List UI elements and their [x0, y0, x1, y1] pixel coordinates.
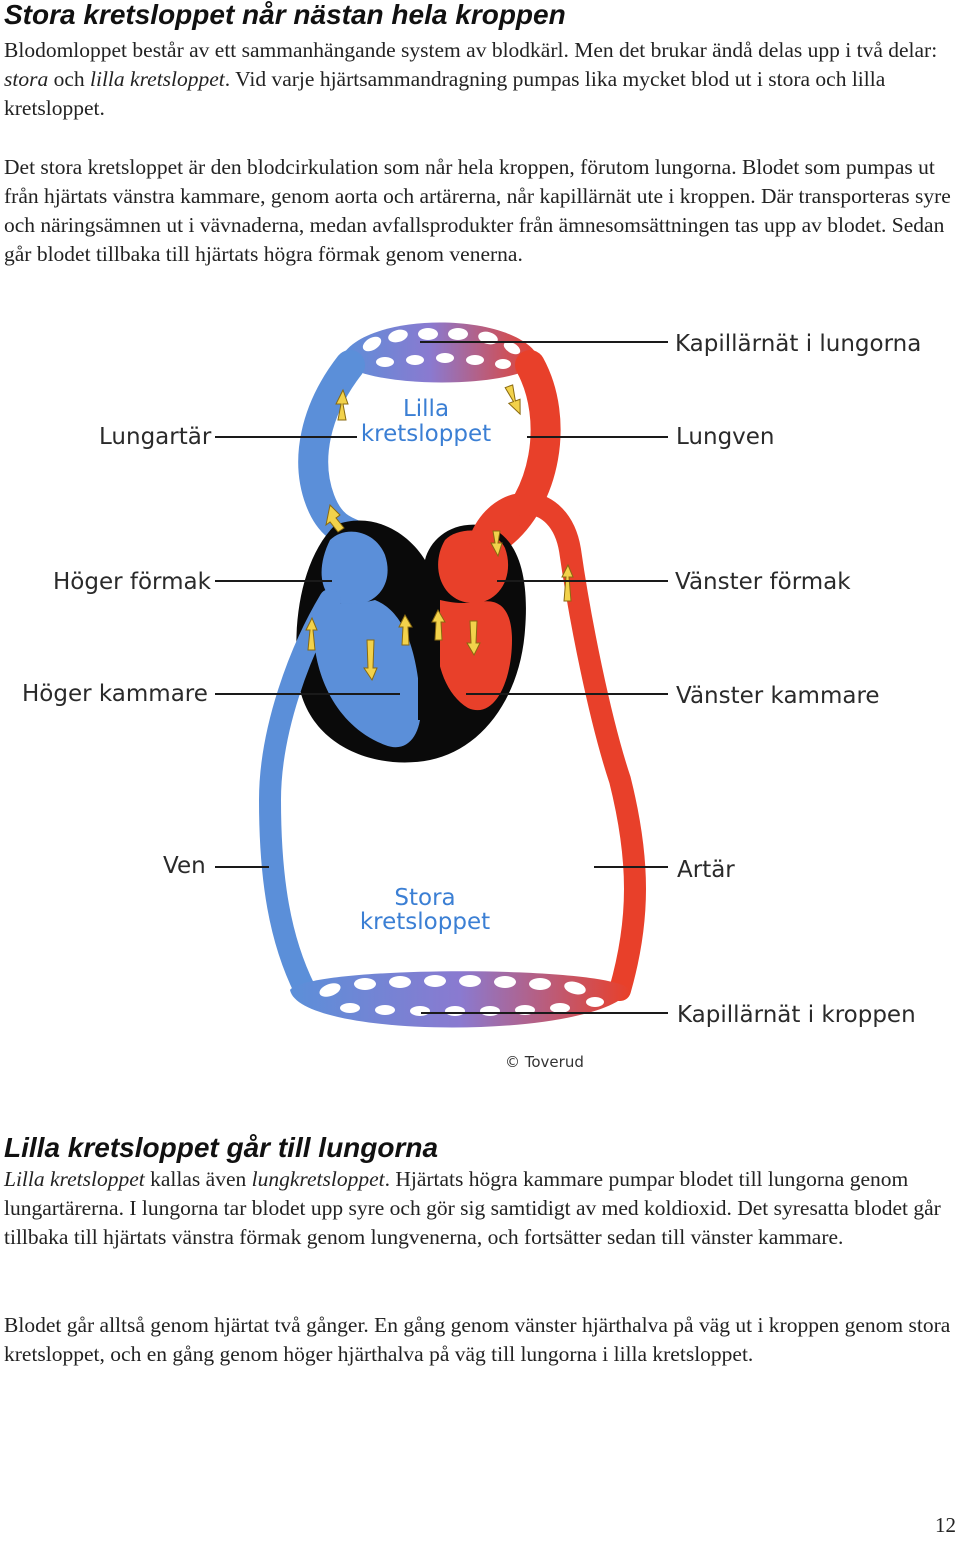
arrow-down-icon [466, 620, 481, 657]
section-heading-lilla-kretsloppet: Lilla kretsloppet går till lungorna [4, 1132, 439, 1163]
label-lungven: Lungven [676, 424, 775, 450]
page-number: 12 [935, 1513, 956, 1537]
heart [296, 520, 526, 763]
label-stora-kretsloppet-line1: Stora [394, 885, 455, 911]
circulation-diagram-svg: Kapillärnät i lungorna Lungartär Lungven… [22, 322, 921, 1071]
section-heading-stora-kretsloppet: Stora kretsloppet når nästan hela kroppe… [4, 0, 566, 30]
pulmonary-artery-vessel [298, 350, 393, 563]
paragraph-blodet-tva-ganger: Blodet går alltså genom hjärtat två gång… [4, 1313, 951, 1366]
paragraph-text: och [48, 67, 91, 91]
left-atrium [438, 530, 509, 604]
paragraph-stora-kretsloppet: Det stora kretsloppet är den blodcirkula… [4, 155, 951, 266]
lung-capillary-network [340, 322, 540, 383]
label-vanster-kammare: Vänster kammare [676, 683, 880, 709]
label-hoger-kammare: Höger kammare [22, 681, 208, 707]
italic-term-stora: stora [4, 67, 49, 91]
arrow-up-icon [305, 616, 318, 651]
italic-term-lungkretsloppet: lungkretsloppet [251, 1167, 385, 1191]
paragraph-lilla-kretsloppet: Lilla kretsloppet kallas även lungkretsl… [4, 1165, 954, 1252]
label-lilla-kretsloppet-line1: Lilla [403, 396, 449, 422]
arrow-up-icon [335, 388, 349, 421]
italic-term-lilla-kretsloppet: lilla kretsloppet [90, 67, 225, 91]
label-ven: Ven [163, 853, 206, 879]
arrow-down-icon [363, 639, 378, 682]
paragraph-blodomloppet: Blodomloppet består av ett sammanhängand… [4, 36, 954, 123]
label-stora-kretsloppet-line2: kretsloppet [360, 909, 490, 935]
label-lilla-kretsloppet-line2: kretsloppet [361, 421, 491, 447]
label-lungartar: Lungartär [99, 424, 212, 450]
label-artar: Artär [677, 857, 735, 883]
label-hoger-formak: Höger förmak [53, 569, 212, 595]
leader-lines [215, 341, 668, 1014]
copyright-credit: © Toverud [505, 1053, 584, 1071]
body-capillary-network [290, 971, 630, 1028]
arrow-down-icon [504, 384, 521, 416]
flow-arrows [305, 384, 574, 682]
label-vanster-formak: Vänster förmak [675, 569, 851, 595]
label-kapillarnat-kroppen: Kapillärnät i kroppen [677, 1002, 916, 1028]
arrow-up-icon [561, 563, 574, 602]
label-kapillarnat-lungorna: Kapillärnät i lungorna [675, 331, 921, 357]
arrow-down-icon [490, 530, 503, 558]
arrow-up-icon [398, 613, 413, 646]
paragraph-text: . Vid varje hjärtsammandragning pumpas l… [4, 67, 886, 120]
vena-cava-vein-vessel [258, 589, 341, 1001]
aorta-artery-vessel [469, 492, 646, 1001]
arrow-up-icon [431, 608, 446, 641]
italic-term-lilla-kretsloppet: Lilla kretsloppet [4, 1167, 145, 1191]
paragraph-text: Blodomloppet består av ett sammanhängand… [4, 38, 938, 62]
circulation-diagram: Kapillärnät i lungorna Lungartär Lungven… [0, 300, 960, 1090]
paragraph-text: . Hjärtats högra kammare pumpar blodet t… [4, 1167, 941, 1249]
right-atrium [321, 531, 388, 606]
paragraph-text: kallas även [144, 1167, 252, 1191]
arrow-down-icon [325, 503, 345, 533]
